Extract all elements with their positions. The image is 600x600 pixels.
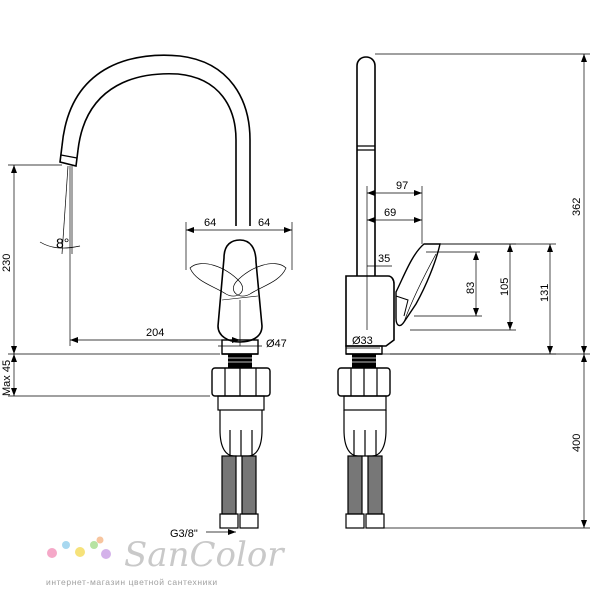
logo-name: SanColor <box>124 535 285 575</box>
spout-inner <box>77 72 237 226</box>
dim-400: 400 <box>571 434 583 452</box>
spout-column-side <box>356 56 376 276</box>
dim-204: 204 <box>146 327 164 339</box>
dim-thread: G3/8" <box>170 528 198 540</box>
dim-angle-8: 8° <box>56 235 69 251</box>
dim-69: 69 <box>384 207 396 219</box>
spout-outer <box>61 54 251 226</box>
hose-left-front <box>221 455 237 515</box>
logo-dot <box>90 541 98 549</box>
dim-64-left: 64 <box>204 217 216 229</box>
dim-64-right: 64 <box>258 217 270 229</box>
side-dimension-lines <box>346 53 590 529</box>
hose-right-front <box>241 455 257 515</box>
lever-side <box>395 243 441 327</box>
dim-max-45: Max 45 <box>1 360 13 396</box>
mixer-body-side <box>345 275 395 347</box>
logo-dot <box>62 541 70 549</box>
dim-230: 230 <box>1 254 13 272</box>
dim-35: 35 <box>378 253 390 265</box>
dim-dia-47: Ø47 <box>266 338 287 350</box>
logo-dot <box>75 547 85 557</box>
lever-right-position <box>233 263 287 297</box>
dim-105: 105 <box>499 278 511 296</box>
hose-right-side <box>367 455 383 515</box>
dim-83: 83 <box>465 282 477 294</box>
front-view <box>59 54 287 529</box>
dim-97: 97 <box>396 180 408 192</box>
mounting-nut-front <box>211 367 271 397</box>
side-view <box>337 56 441 529</box>
logo-dot <box>47 548 57 558</box>
logo-dot <box>101 549 111 559</box>
dim-131: 131 <box>539 284 551 302</box>
sancolor-logo: SanColor интернет-магазин цветной сантех… <box>46 535 285 587</box>
lever-left-position <box>189 263 243 297</box>
hose-left-side <box>347 455 363 515</box>
dim-362: 362 <box>571 198 583 216</box>
arrowheads <box>11 54 587 535</box>
dim-dia-33: Ø33 <box>352 335 373 347</box>
logo-tagline: интернет-магазин цветной сантехники <box>46 577 218 587</box>
logo-dot <box>96 536 104 544</box>
